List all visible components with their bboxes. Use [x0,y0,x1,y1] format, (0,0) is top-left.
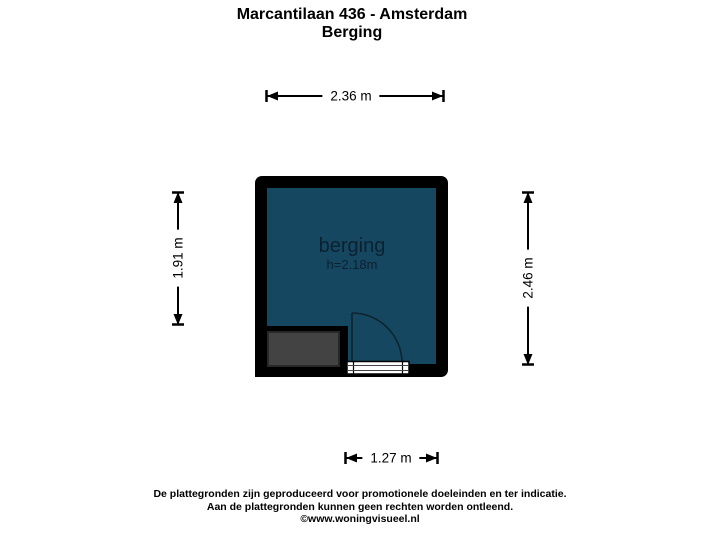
title-address: Marcantilaan 436 - Amsterdam [236,6,468,23]
fixture [267,331,340,367]
dimension-label-left: 1.91 m [168,229,188,287]
room-ceiling-height: h=2.18m [326,257,378,272]
door-sill [346,360,410,375]
room-name: berging [318,235,386,257]
footer-line2: Aan de plattegronden kunnen geen rechten… [206,500,514,513]
dimension-label-bottom: 1.27 m [362,448,420,468]
room-label: berging h=2.18m [319,235,386,273]
footer-disclaimer: De plattegronden zijn geproduceerd voor … [0,488,720,526]
footer-copyright: ©www.woningvisueel.nl [300,513,420,525]
door-swing-arc [351,312,403,364]
footer-line1: De plattegronden zijn geproduceerd voor … [153,488,567,500]
title-room-type: Berging [321,24,383,41]
dimension-label-right: 2.46 m [518,249,538,307]
dimension-label-top: 2.36 m [322,86,380,106]
page-title: Marcantilaan 436 - Amsterdam Berging [237,6,468,42]
